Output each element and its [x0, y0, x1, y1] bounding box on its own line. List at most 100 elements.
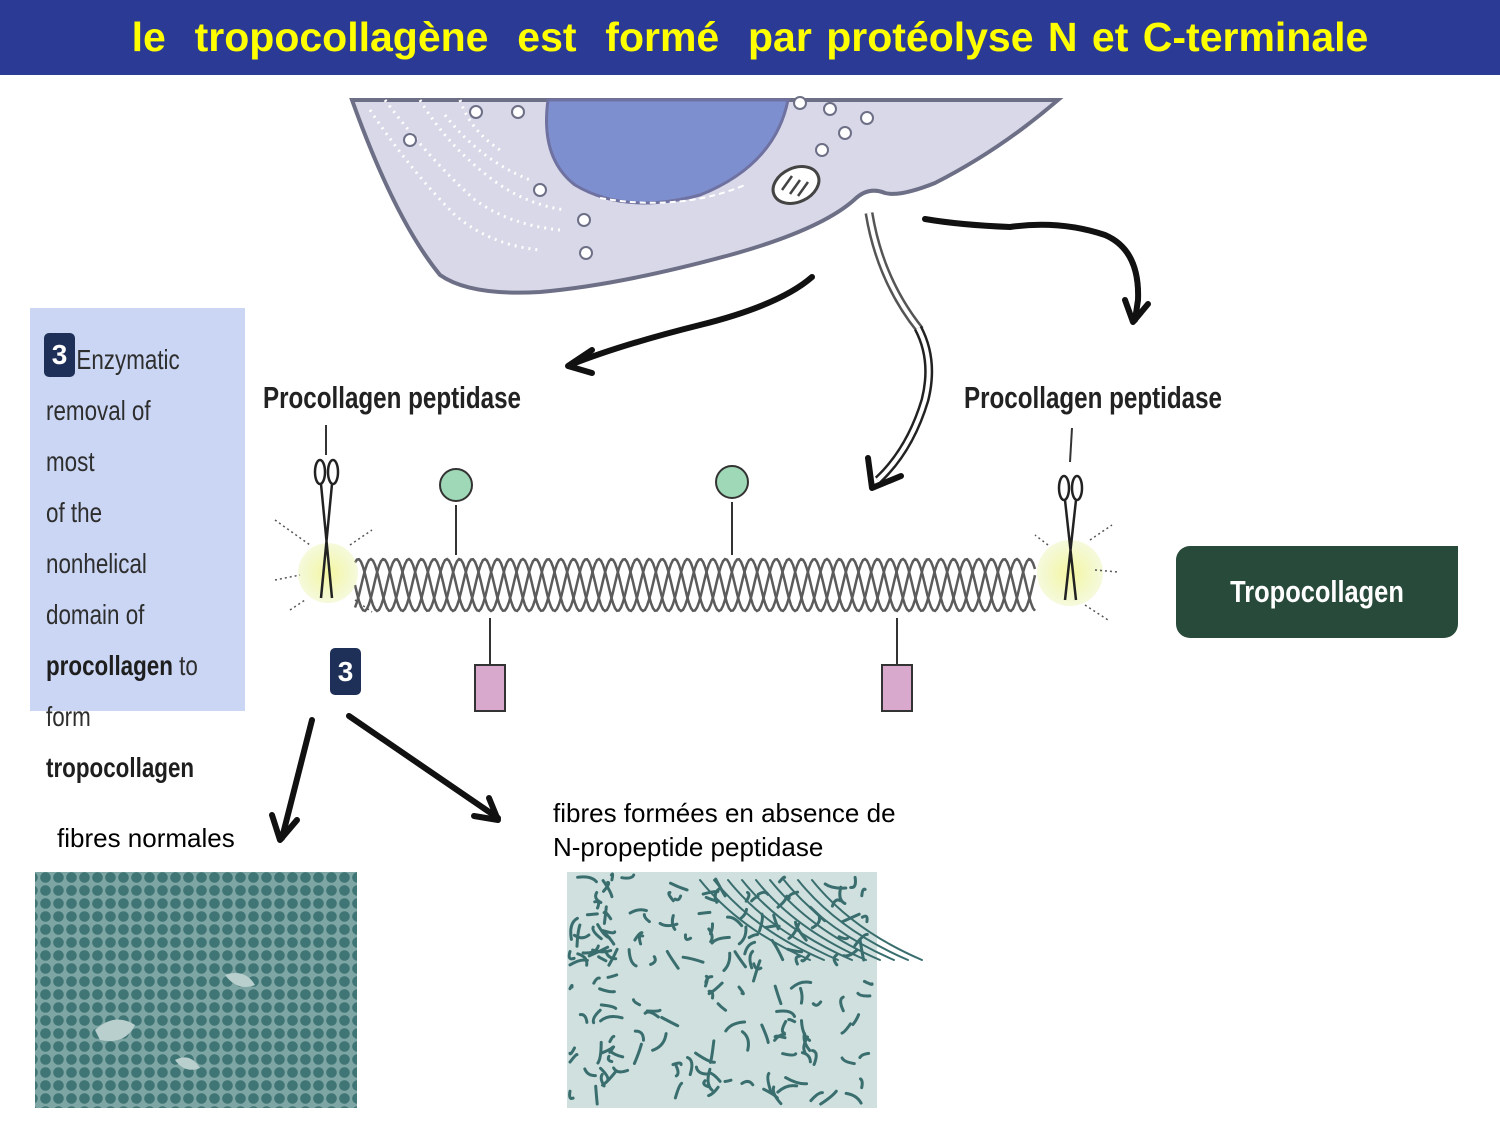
- fibre-strand: [683, 933, 693, 941]
- fibre-strand: [633, 931, 644, 942]
- fibre-strand: [609, 872, 615, 882]
- fibre-strand: [839, 995, 845, 1013]
- fibre-strand: [606, 973, 619, 979]
- fibre-strand: [860, 887, 867, 898]
- enzyme-label-left: Procollagen peptidase: [263, 380, 521, 415]
- fibre-strand: [642, 913, 651, 924]
- cell: [349, 96, 1064, 295]
- fibre-strand: [859, 1077, 864, 1090]
- fibre-strand: [673, 1081, 684, 1100]
- fibre-strand: [809, 1091, 824, 1103]
- fibre-strand: [748, 949, 755, 970]
- fibre-strand: [726, 915, 744, 928]
- step-number-badge: 3: [44, 333, 75, 377]
- step-line-6: form: [46, 701, 91, 732]
- nucleus-membrane: [599, 184, 746, 204]
- scissors-icon-right: [1057, 474, 1084, 601]
- arrow-to-left-enzyme: [567, 274, 815, 368]
- fibre-strand: [794, 954, 801, 966]
- fibre-strand: [601, 879, 614, 899]
- step-description: Enzymatic removal of most of the nonheli…: [46, 334, 202, 793]
- fibre-strand: [658, 921, 679, 928]
- fibre-strand: [810, 1049, 818, 1066]
- fibre-strand: [799, 986, 804, 1005]
- fibre-strand: [851, 1013, 861, 1026]
- step-line-2: removal of most: [46, 395, 151, 477]
- cleavage-site-right: [1034, 427, 1119, 621]
- fibre-strand: [645, 1008, 662, 1013]
- fibre-strand: [596, 1040, 603, 1065]
- fibre-strand: [649, 955, 657, 966]
- fibre-bundle: [769, 879, 881, 961]
- fibre-strand: [602, 880, 611, 893]
- caption-abnormal-fibres: fibres formées en absence de N-propeptid…: [553, 796, 896, 864]
- fibre-strand: [840, 1022, 852, 1035]
- fibre-strand: [823, 882, 848, 890]
- tropocollagen-label: Tropocollagen: [1230, 574, 1404, 609]
- scissors-icon: [313, 458, 340, 599]
- step-line-5-bold: procollagen: [46, 650, 173, 681]
- fibre-strand: [608, 1034, 616, 1044]
- fibre-strand: [747, 933, 759, 939]
- fibre-strand: [737, 925, 748, 946]
- fibre-strand: [606, 1054, 614, 1064]
- fibre-strand: [627, 948, 638, 968]
- mitochondrion: [771, 165, 821, 205]
- fibre-strand: [575, 923, 582, 948]
- fibre-strand: [716, 1002, 728, 1012]
- fibre-strand: [704, 975, 714, 984]
- fibre-strand: [752, 959, 762, 983]
- fibre-strand: [702, 1079, 711, 1089]
- fibre-bundle: [755, 879, 867, 961]
- fibre-strand: [707, 989, 715, 1000]
- fibre-strand: [603, 929, 617, 935]
- fibre-strand: [637, 934, 645, 946]
- fibre-strand: [572, 933, 591, 940]
- fibre-strand: [849, 875, 857, 890]
- fibre-strand: [578, 1013, 589, 1024]
- arrow-to-abnormal-fibres: [346, 713, 501, 821]
- step-line-4: domain of: [46, 599, 145, 630]
- fibre-strand: [789, 980, 813, 990]
- fibre-strand: [569, 916, 579, 941]
- micrograph-abnormal-fibres: [567, 872, 923, 1108]
- glycosylation-markers: [439, 465, 749, 555]
- fibre-strand: [740, 1030, 750, 1052]
- fibre-strand: [760, 1023, 770, 1044]
- fibre-bundle: [797, 879, 909, 961]
- fibre-strand: [862, 979, 874, 986]
- fibre-strand: [602, 905, 608, 925]
- fibre-strand: [591, 925, 603, 941]
- step-line-1: Enzymatic: [76, 344, 180, 375]
- fibre-bundle: [741, 879, 853, 961]
- fibre-strand: [710, 935, 731, 945]
- fibre-bundle: [783, 879, 895, 961]
- fibre-strand: [737, 985, 745, 996]
- fibre-strand: [766, 1072, 773, 1095]
- fibre-strand: [787, 1017, 797, 1024]
- fibre-strand: [713, 887, 721, 904]
- fibre-strand: [743, 940, 757, 956]
- fibre-strand: [858, 1051, 871, 1059]
- step-line-5: to: [172, 650, 198, 681]
- secretion-tube: [864, 212, 934, 491]
- fibre-strand: [594, 1084, 599, 1106]
- fibre-strand: [568, 983, 574, 991]
- fibre-strand: [632, 1042, 643, 1065]
- fibre-strand: [707, 981, 724, 996]
- fibre-strand: [780, 1020, 788, 1035]
- arrow-to-normal-fibres: [279, 717, 315, 841]
- fibre-strand: [568, 1046, 576, 1056]
- fibre-strand: [722, 951, 732, 972]
- fibre-strand: [599, 1015, 624, 1023]
- caption-abnormal-line-1: fibres formées en absence de: [553, 798, 896, 828]
- fibre-strand: [762, 1087, 779, 1100]
- fibre-strand: [667, 891, 675, 903]
- vesicles: [403, 96, 874, 260]
- fibre-strand: [739, 907, 748, 920]
- fibre-bundle: [699, 879, 811, 961]
- fibre-strand: [733, 950, 747, 969]
- endoplasmic-reticulum: [368, 99, 566, 252]
- fibre-strand: [697, 910, 712, 916]
- fibre-strand: [707, 1085, 720, 1098]
